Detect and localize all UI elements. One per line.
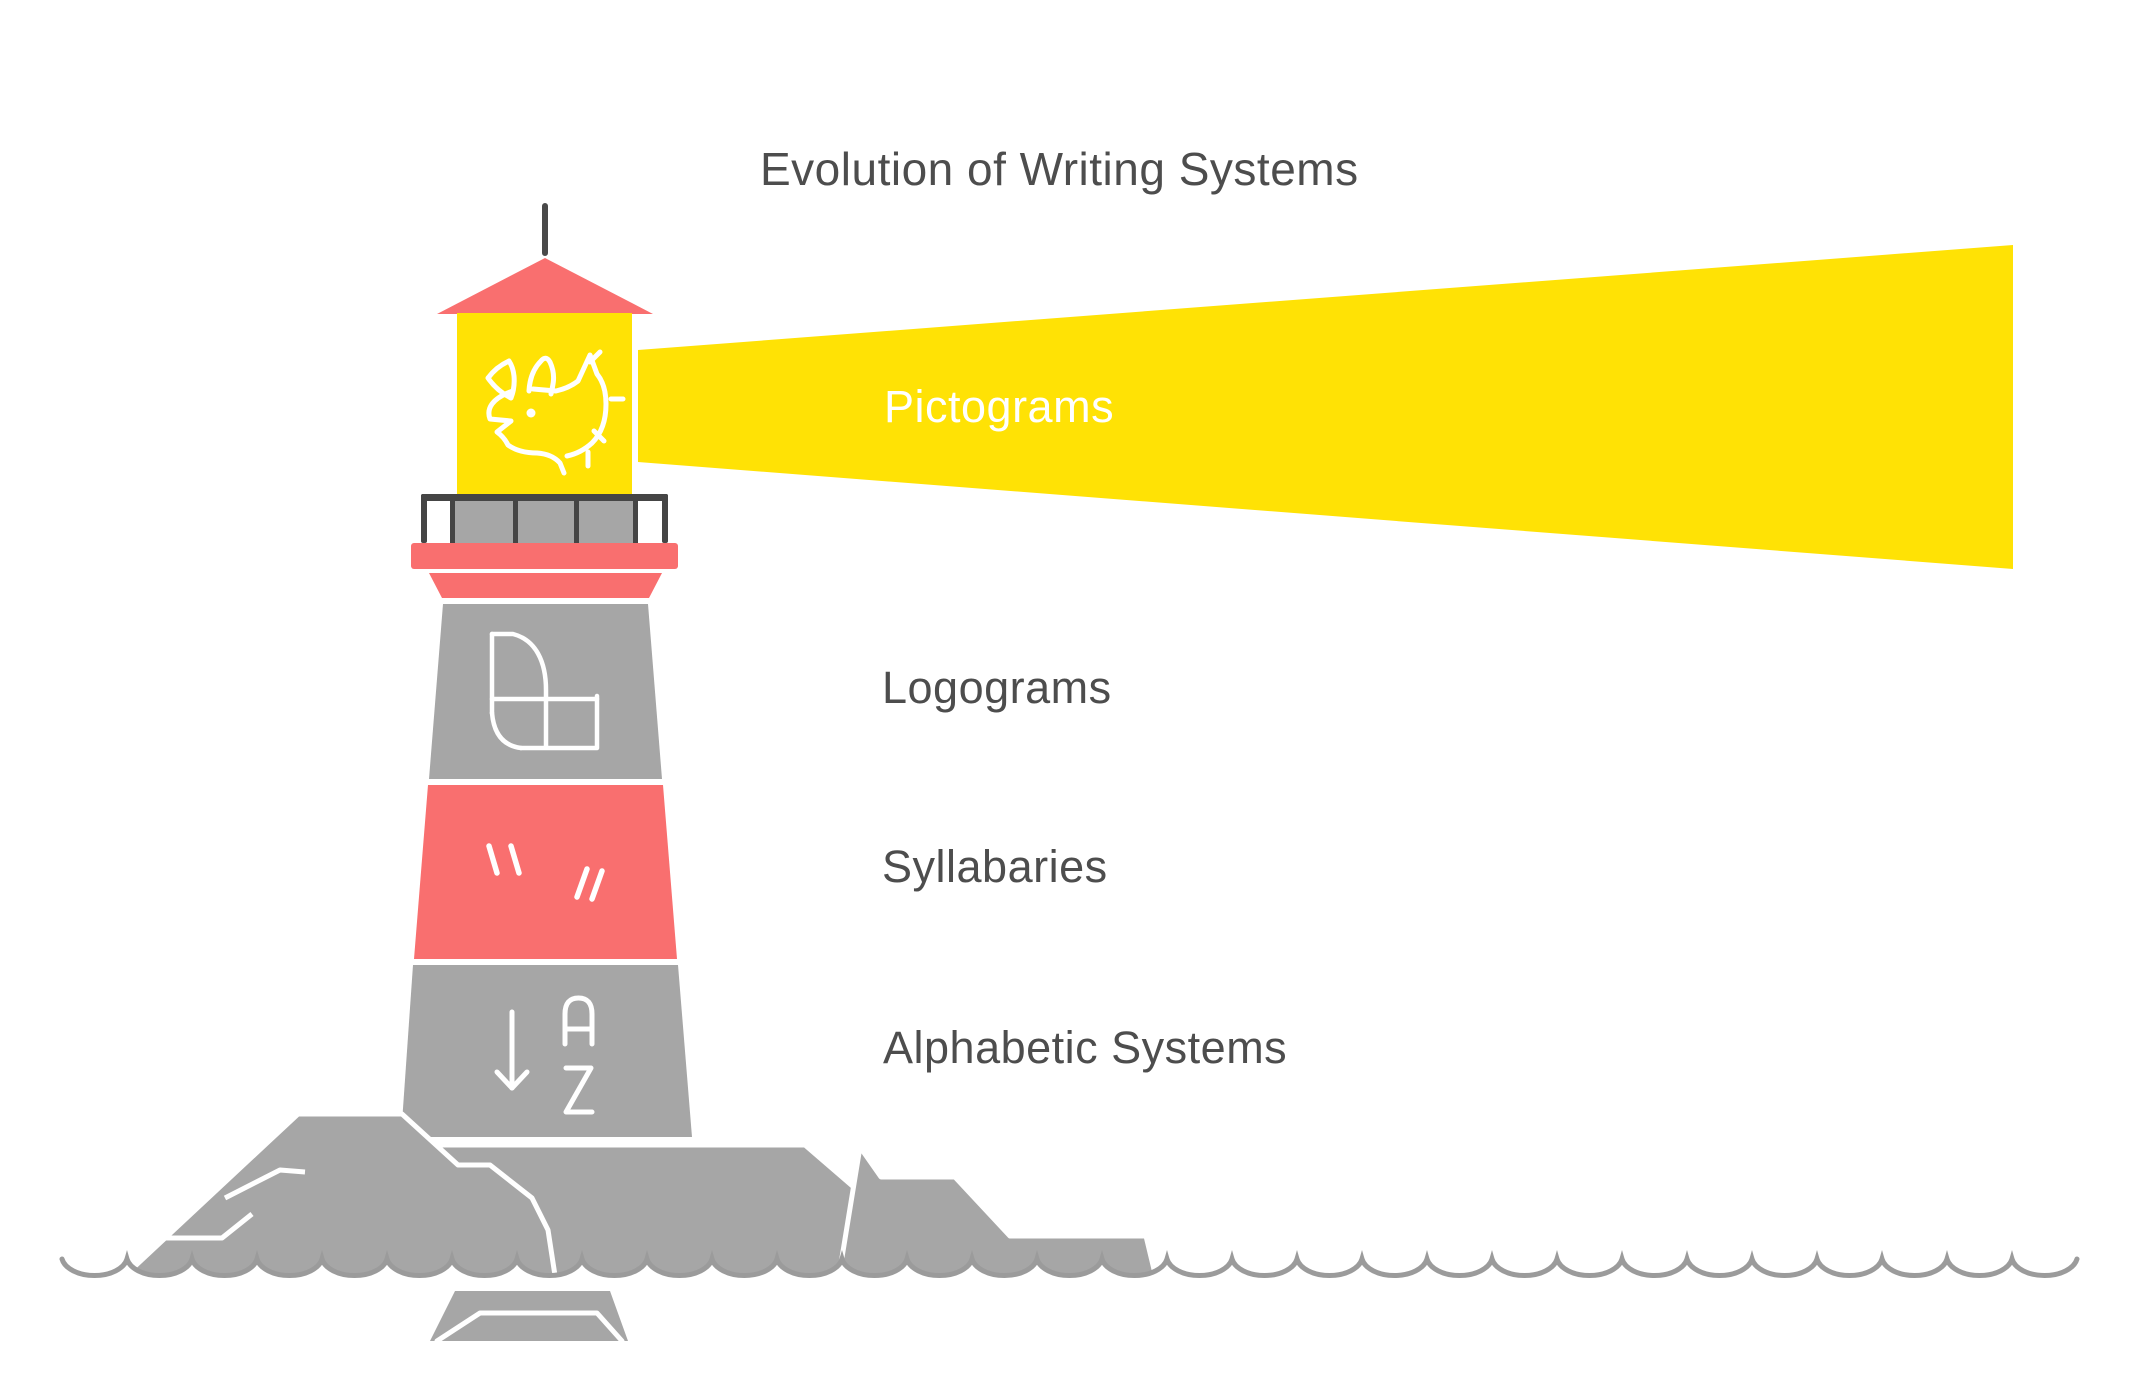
triceratops-pictogram-icon	[485, 349, 626, 476]
balcony-band	[411, 543, 678, 569]
tower-section-alphabetic	[401, 965, 692, 1137]
lighthouse-roof	[437, 258, 653, 314]
light-beam	[638, 245, 2013, 569]
stage-label-alphabetic-systems: Alphabetic Systems	[883, 1022, 1288, 1073]
tower-section-syllabaries	[414, 785, 677, 959]
water-mask	[62, 1259, 2077, 1399]
page-title: Evolution of Writing Systems	[760, 143, 1359, 195]
stage-label-logograms: Logograms	[882, 662, 1112, 713]
letter-z-glyph	[563, 1065, 595, 1115]
rock-crack	[130, 1212, 254, 1241]
tower-upper-band	[429, 573, 662, 598]
stage-label-pictograms: Pictograms	[884, 381, 1115, 432]
rock-boulder	[430, 1291, 628, 1344]
ditto-marks-icon	[486, 843, 605, 902]
water-wave-line	[59, 1250, 2080, 1279]
stage-label-syllabaries: Syllabaries	[882, 841, 1108, 892]
rock-left	[115, 1111, 559, 1285]
arrow-down-icon	[494, 1009, 530, 1091]
gallery-railing	[421, 494, 668, 543]
lantern-room	[457, 313, 632, 497]
logogram-window-icon	[489, 631, 600, 751]
rock-base	[115, 1111, 1160, 1285]
rock-crack	[223, 1167, 306, 1201]
arrow-a-to-z-icon	[494, 995, 595, 1115]
rock-right	[835, 1144, 1160, 1285]
letter-a-glyph	[562, 995, 595, 1047]
